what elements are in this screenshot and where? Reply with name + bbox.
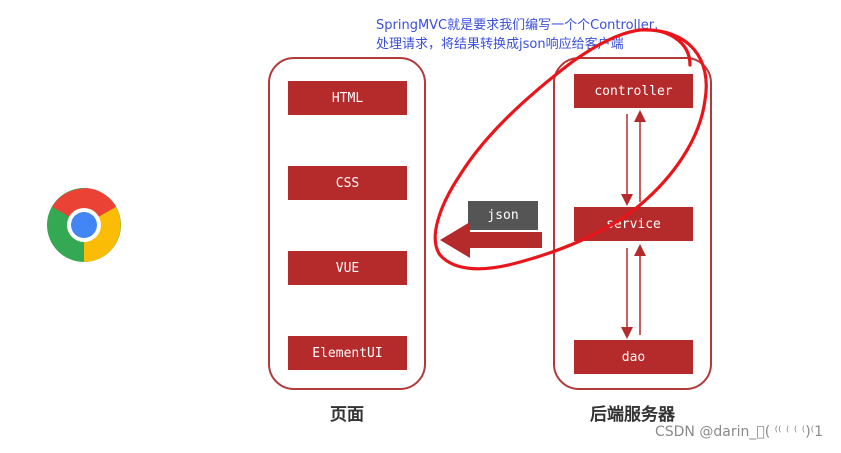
controller-box: controller <box>574 74 693 108</box>
json-label-box: json <box>468 201 538 230</box>
dao-box: dao <box>574 340 693 374</box>
backend-caption: 后端服务器 <box>590 405 675 425</box>
frontend-caption: 页面 <box>330 405 364 425</box>
annotation-text: SpringMVC就是要求我们编写一个个Controller, 处理请求，将结果… <box>376 16 716 54</box>
highlight-loop <box>433 28 708 271</box>
html-box: HTML <box>288 81 407 115</box>
csdn-watermark: CSDN @darin_ ( ⁽⁽ ⁽ ⁽ ⁽)⁽1 <box>654 424 823 440</box>
frontend-panel <box>268 57 426 390</box>
chrome-icon <box>47 188 121 262</box>
vue-box: VUE <box>288 251 407 285</box>
css-box: CSS <box>288 166 407 200</box>
annotation-line-1: SpringMVC就是要求我们编写一个个Controller, <box>376 18 659 33</box>
backend-panel <box>553 57 712 390</box>
annotation-line-2: 处理请求，将结果转换成json响应给客户端 <box>376 37 624 52</box>
elementui-box: ElementUI <box>288 336 407 370</box>
response-arrow <box>440 222 542 258</box>
